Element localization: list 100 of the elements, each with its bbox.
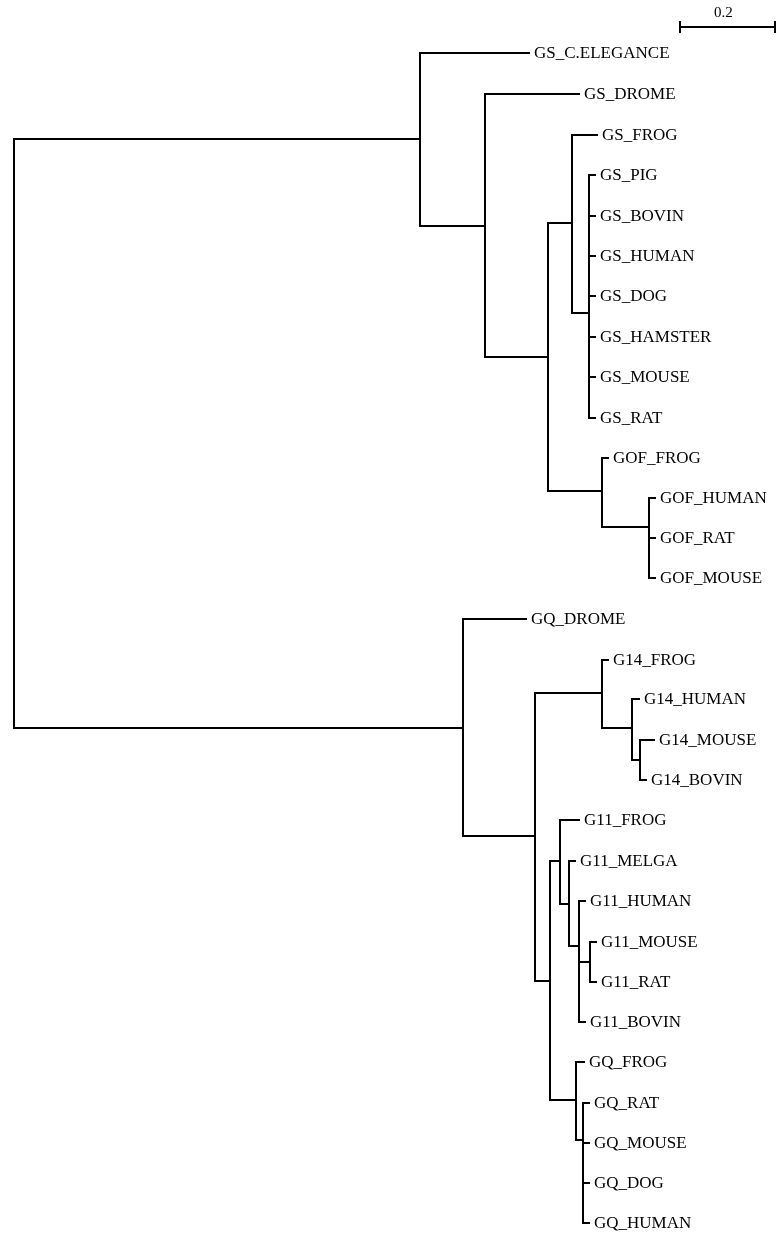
vertical-branch-line — [639, 739, 641, 781]
branch-line — [589, 376, 597, 378]
vertical-branch-line — [484, 93, 486, 358]
branch-line — [463, 835, 535, 837]
taxon-label: GOF_HUMAN — [656, 488, 767, 508]
vertical-branch-line — [589, 941, 591, 983]
branch-line — [640, 739, 656, 741]
taxon-label: G14_HUMAN — [640, 689, 746, 709]
branch-line — [583, 1142, 591, 1144]
taxon-label: GQ_RAT — [590, 1093, 660, 1113]
vertical-branch-line — [419, 52, 421, 227]
vertical-branch-line — [582, 1102, 584, 1224]
branch-line — [14, 727, 463, 729]
vertical-branch-line — [575, 1061, 577, 1141]
branch-line — [589, 295, 597, 297]
taxon-label: GS_HAMSTER — [596, 327, 712, 347]
branch-line — [649, 537, 657, 539]
taxon-label: GQ_FROG — [585, 1052, 668, 1072]
branch-line — [569, 945, 579, 947]
branch-line — [420, 52, 531, 54]
branch-line — [560, 903, 569, 905]
taxon-label: GS_HUMAN — [596, 246, 695, 266]
branch-line — [572, 134, 599, 136]
branch-line — [589, 336, 597, 338]
taxon-label: GS_RAT — [596, 408, 663, 428]
branch-line — [602, 457, 610, 459]
taxon-label: G14_FROG — [609, 650, 697, 670]
branch-line — [649, 497, 657, 499]
taxon-label: GS_DROME — [580, 84, 676, 104]
branch-line — [550, 860, 560, 862]
scale-label: 0.2 — [714, 4, 733, 20]
branch-line — [463, 618, 528, 620]
taxon-label: GS_BOVIN — [596, 206, 685, 226]
vertical-branch-line — [601, 659, 603, 729]
taxon-label: G11_FROG — [580, 810, 667, 830]
branch-line — [576, 1139, 583, 1141]
branch-line — [535, 692, 602, 694]
vertical-branch-line — [631, 698, 633, 761]
taxon-label: G11_BOVIN — [586, 1012, 681, 1032]
branch-line — [583, 1102, 591, 1104]
vertical-branch-line — [462, 618, 464, 837]
branch-line — [583, 1222, 591, 1224]
taxon-label: G11_HUMAN — [586, 891, 692, 911]
taxon-label: GQ_DROME — [527, 609, 626, 629]
vertical-branch-line — [568, 860, 570, 947]
branch-line — [632, 759, 640, 761]
branch-line — [485, 93, 581, 95]
taxon-label: GS_C.ELEGANCE — [530, 43, 670, 63]
taxon-label: GS_MOUSE — [596, 367, 690, 387]
taxon-label: GOF_MOUSE — [656, 568, 763, 588]
branch-line — [550, 1099, 576, 1101]
vertical-branch-line — [578, 900, 580, 1023]
branch-line — [569, 860, 577, 862]
branch-line — [589, 417, 597, 419]
branch-line — [589, 174, 597, 176]
vertical-branch-line — [547, 222, 549, 492]
branch-line — [560, 819, 581, 821]
taxon-label: GQ_HUMAN — [590, 1213, 692, 1233]
taxon-label: GS_PIG — [596, 165, 658, 185]
branch-line — [572, 312, 589, 314]
branch-line — [583, 1182, 591, 1184]
branch-line — [548, 222, 572, 224]
branch-line — [535, 980, 550, 982]
branch-line — [548, 490, 602, 492]
branch-line — [579, 1021, 587, 1023]
vertical-branch-line — [588, 174, 590, 419]
taxon-label: G11_RAT — [597, 972, 671, 992]
branch-line — [589, 215, 597, 217]
vertical-branch-line — [534, 692, 536, 982]
branch-line — [579, 961, 590, 963]
taxon-label: GS_DOG — [596, 286, 668, 306]
vertical-branch-line — [648, 497, 650, 579]
branch-line — [590, 941, 598, 943]
taxon-label: GOF_FROG — [609, 448, 701, 468]
branch-line — [590, 981, 598, 983]
taxon-label: GQ_DOG — [590, 1173, 664, 1193]
taxon-label: GS_FROG — [598, 125, 678, 145]
branch-line — [602, 526, 649, 528]
taxon-label: G11_MELGA — [576, 851, 678, 871]
taxon-label: G14_BOVIN — [647, 770, 743, 790]
taxon-label: GOF_RAT — [656, 528, 735, 548]
branch-line — [576, 1061, 586, 1063]
taxon-label: G11_MOUSE — [597, 932, 698, 952]
taxon-label: GQ_MOUSE — [590, 1133, 687, 1153]
branch-line — [579, 900, 587, 902]
branch-line — [649, 577, 657, 579]
branch-line — [632, 698, 641, 700]
vertical-branch-line — [571, 134, 573, 314]
branch-line — [602, 659, 610, 661]
branch-line — [420, 225, 485, 227]
vertical-branch-line — [13, 138, 15, 729]
branch-line — [640, 779, 648, 781]
vertical-branch-line — [559, 819, 561, 905]
vertical-branch-line — [549, 860, 551, 1101]
branch-line — [14, 138, 420, 140]
vertical-branch-line — [601, 457, 603, 528]
taxon-label: G14_MOUSE — [655, 730, 757, 750]
branch-line — [589, 255, 597, 257]
branch-line — [485, 356, 548, 358]
branch-line — [602, 727, 632, 729]
